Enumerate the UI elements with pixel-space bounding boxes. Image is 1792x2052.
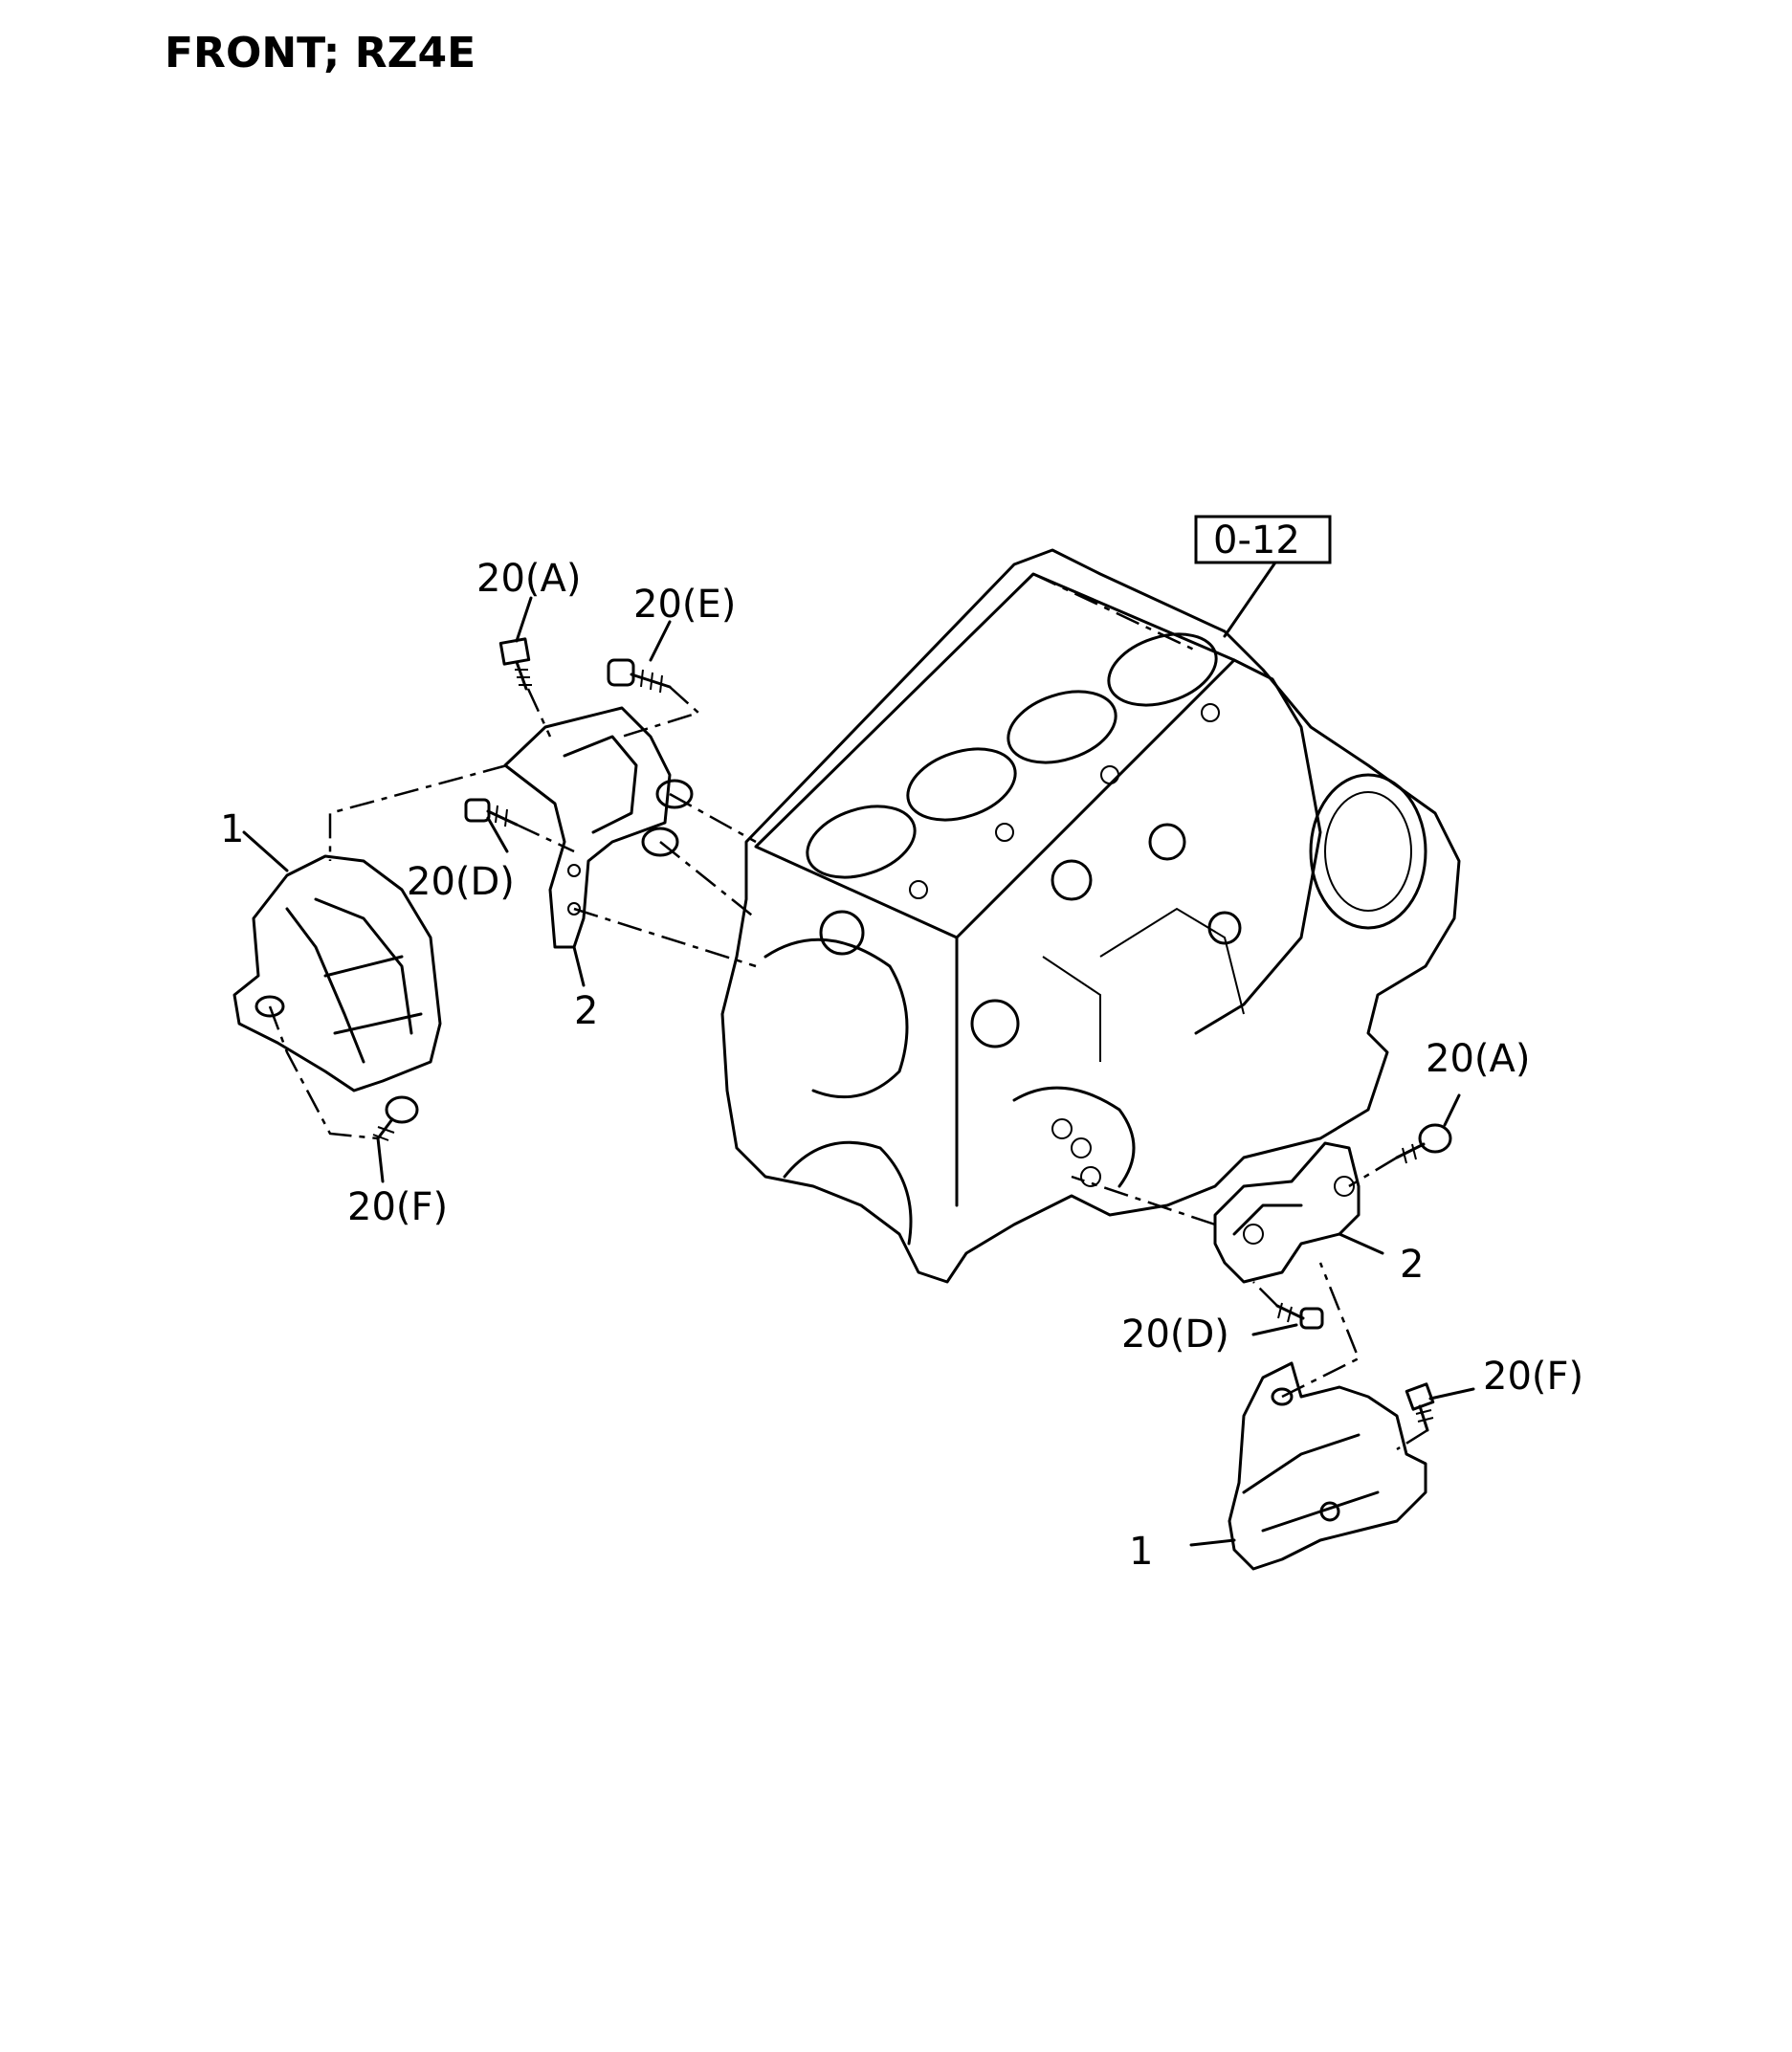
callout-2-right: 2 — [1400, 1243, 1424, 1287]
left-engine-mount — [232, 854, 442, 1092]
page-title: FRONT; RZ4E — [165, 29, 476, 77]
callout-20f-right: 20(F) — [1483, 1355, 1583, 1399]
right-engine-mount — [1228, 1361, 1427, 1571]
right-engine-bracket — [1213, 1141, 1361, 1284]
bolt-20f-left — [372, 1095, 419, 1141]
callout-2-left: 2 — [574, 989, 598, 1033]
callout-20a-right: 20(A) — [1426, 1037, 1530, 1081]
callout-20d-right: 20(D) — [1121, 1313, 1229, 1357]
bolt-20d-right — [1275, 1302, 1324, 1330]
leader-lines — [242, 596, 1475, 1547]
bolt-20a-right — [1395, 1123, 1452, 1164]
callout-20e: 20(E) — [633, 583, 736, 627]
reference-label: 0-12 — [1213, 519, 1300, 563]
bolt-20f-right — [1405, 1382, 1435, 1432]
bolt-20d-left — [464, 798, 519, 827]
reference-box — [1194, 515, 1332, 564]
callout-1-left: 1 — [220, 807, 244, 851]
engine-block: 0-12 — [720, 515, 1461, 1284]
callout-20d-left: 20(D) — [407, 860, 515, 904]
callout-1-right: 1 — [1129, 1530, 1153, 1574]
callout-20f-left: 20(F) — [347, 1185, 448, 1229]
bolt-20a-left — [498, 637, 532, 691]
callout-20a-left: 20(A) — [476, 557, 581, 601]
left-engine-bracket — [503, 706, 694, 949]
assembly-lines — [268, 686, 1428, 1451]
bolt-20e — [607, 658, 672, 694]
